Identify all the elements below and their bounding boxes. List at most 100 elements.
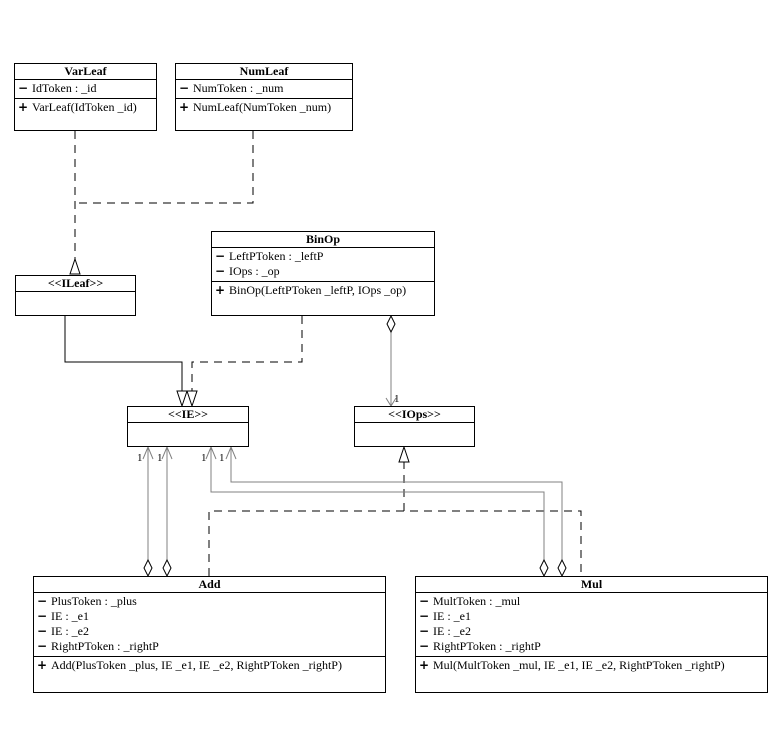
attribute-text: IE : _e1 <box>51 609 89 623</box>
private-visibility-icon: − <box>37 594 48 608</box>
operations-section: +NumLeaf(NumToken _num) <box>176 99 352 117</box>
arrow-add-ie-e1 <box>142 445 154 460</box>
attribute-text: RightPToken : _rightP <box>433 639 541 653</box>
diamond-binop-iops <box>386 314 396 334</box>
triangle-binop-ie <box>186 390 198 408</box>
private-visibility-icon: − <box>37 609 48 623</box>
diamond-mul-ie-e1 <box>539 558 549 578</box>
attribute-row: −LeftPToken : _leftP <box>212 249 434 264</box>
arrow-add-ie-e2 <box>161 445 173 460</box>
attribute-text: IE : _e1 <box>433 609 471 623</box>
operation-row: +BinOp(LeftPToken _leftP, IOps _op) <box>212 283 434 298</box>
operation-text: VarLeaf(IdToken _id) <box>32 100 137 114</box>
class-title: Add <box>34 577 385 593</box>
private-visibility-icon: − <box>215 264 226 278</box>
empty-section <box>355 423 474 441</box>
private-visibility-icon: − <box>18 81 29 95</box>
operation-text: BinOp(LeftPToken _leftP, IOps _op) <box>229 283 407 297</box>
public-visibility-icon: + <box>179 100 190 114</box>
public-visibility-icon: + <box>419 658 430 672</box>
operation-row: +Mul(MultToken _mul, IE _e1, IE _e2, Rig… <box>416 658 767 673</box>
attribute-text: LeftPToken : _leftP <box>229 249 324 263</box>
public-visibility-icon: + <box>18 100 29 114</box>
operation-row: +VarLeaf(IdToken _id) <box>15 100 156 115</box>
attribute-row: −RightPToken : _rightP <box>416 639 767 654</box>
realization-numleaf-ileaf <box>75 131 254 204</box>
realization-add-mul-iops <box>208 462 582 576</box>
private-visibility-icon: − <box>37 624 48 638</box>
private-visibility-icon: − <box>419 594 430 608</box>
operations-section: +VarLeaf(IdToken _id) <box>15 99 156 117</box>
private-visibility-icon: − <box>37 639 48 653</box>
class-numleaf[interactable]: NumLeaf −NumToken : _num +NumLeaf(NumTok… <box>175 63 353 131</box>
interface-title: <<IE>> <box>128 407 248 423</box>
attribute-text: MultToken : _mul <box>433 594 521 608</box>
arrow-mul-ie-e1 <box>205 445 217 460</box>
attribute-text: IE : _e2 <box>433 624 471 638</box>
interface-ileaf[interactable]: <<ILeaf>> <box>15 275 136 316</box>
attribute-text: PlusToken : _plus <box>51 594 137 608</box>
private-visibility-icon: − <box>419 624 430 638</box>
operations-section: +Add(PlusToken _plus, IE _e1, IE _e2, Ri… <box>34 657 385 675</box>
private-visibility-icon: − <box>215 249 226 263</box>
attributes-section: −MultToken : _mul −IE : _e1 −IE : _e2 −R… <box>416 593 767 657</box>
private-visibility-icon: − <box>419 609 430 623</box>
operation-text: Mul(MultToken _mul, IE _e1, IE _e2, Righ… <box>433 658 725 672</box>
interface-iops[interactable]: <<IOps>> <box>354 406 475 447</box>
operations-section: +Mul(MultToken _mul, IE _e1, IE _e2, Rig… <box>416 657 767 675</box>
aggregation-mul-ie-e1 <box>210 447 545 560</box>
attribute-row: −MultToken : _mul <box>416 594 767 609</box>
class-varleaf[interactable]: VarLeaf −IdToken : _id +VarLeaf(IdToken … <box>14 63 157 131</box>
mult-mul-e1: 1 <box>201 452 207 464</box>
attribute-text: RightPToken : _rightP <box>51 639 159 653</box>
mult-binop-iops: 1 <box>394 393 400 405</box>
class-mul[interactable]: Mul −MultToken : _mul −IE : _e1 −IE : _e… <box>415 576 768 693</box>
class-add[interactable]: Add −PlusToken : _plus −IE : _e1 −IE : _… <box>33 576 386 693</box>
attribute-text: NumToken : _num <box>193 81 284 95</box>
attribute-row: −IOps : _op <box>212 264 434 279</box>
interface-title: <<ILeaf>> <box>16 276 135 292</box>
mult-mul-e2: 1 <box>219 452 225 464</box>
private-visibility-icon: − <box>419 639 430 653</box>
operation-row: +Add(PlusToken _plus, IE _e1, IE _e2, Ri… <box>34 658 385 673</box>
interface-title: <<IOps>> <box>355 407 474 423</box>
aggregation-mul-ie-e2 <box>230 447 563 560</box>
realization-binop-ie <box>191 316 303 391</box>
diamond-mul-ie-e2 <box>557 558 567 578</box>
operations-section: +BinOp(LeftPToken _leftP, IOps _op) <box>212 282 434 300</box>
attribute-row: −PlusToken : _plus <box>34 594 385 609</box>
attribute-text: IOps : _op <box>229 264 280 278</box>
class-title: NumLeaf <box>176 64 352 80</box>
operation-text: Add(PlusToken _plus, IE _e1, IE _e2, Rig… <box>51 658 342 672</box>
class-title: BinOp <box>212 232 434 248</box>
triangle-varleaf-ileaf <box>69 257 81 275</box>
attributes-section: −NumToken : _num <box>176 80 352 99</box>
attribute-row: −IE : _e1 <box>34 609 385 624</box>
interface-ie[interactable]: <<IE>> <box>127 406 249 447</box>
public-visibility-icon: + <box>215 283 226 297</box>
attributes-section: −IdToken : _id <box>15 80 156 99</box>
attribute-text: IdToken : _id <box>32 81 97 95</box>
mult-add-e2: 1 <box>157 452 163 464</box>
attribute-row: −RightPToken : _rightP <box>34 639 385 654</box>
attribute-row: −IdToken : _id <box>15 81 156 96</box>
class-binop[interactable]: BinOp −LeftPToken : _leftP −IOps : _op +… <box>211 231 435 316</box>
attribute-row: −IE : _e1 <box>416 609 767 624</box>
empty-section <box>128 423 248 441</box>
attribute-row: −IE : _e2 <box>34 624 385 639</box>
generalization-ileaf-ie <box>64 316 183 391</box>
operation-text: NumLeaf(NumToken _num) <box>193 100 332 114</box>
private-visibility-icon: − <box>179 81 190 95</box>
triangle-add-mul-iops <box>398 445 410 463</box>
attributes-section: −LeftPToken : _leftP −IOps : _op <box>212 248 434 282</box>
class-title: Mul <box>416 577 767 593</box>
public-visibility-icon: + <box>37 658 48 672</box>
arrow-mul-ie-e2 <box>225 445 237 460</box>
attribute-text: IE : _e2 <box>51 624 89 638</box>
class-title: VarLeaf <box>15 64 156 80</box>
mult-add-e1: 1 <box>137 452 143 464</box>
empty-section <box>16 292 135 310</box>
operation-row: +NumLeaf(NumToken _num) <box>176 100 352 115</box>
triangle-ileaf-ie <box>176 390 188 408</box>
diamond-add-ie-e1 <box>143 558 153 578</box>
